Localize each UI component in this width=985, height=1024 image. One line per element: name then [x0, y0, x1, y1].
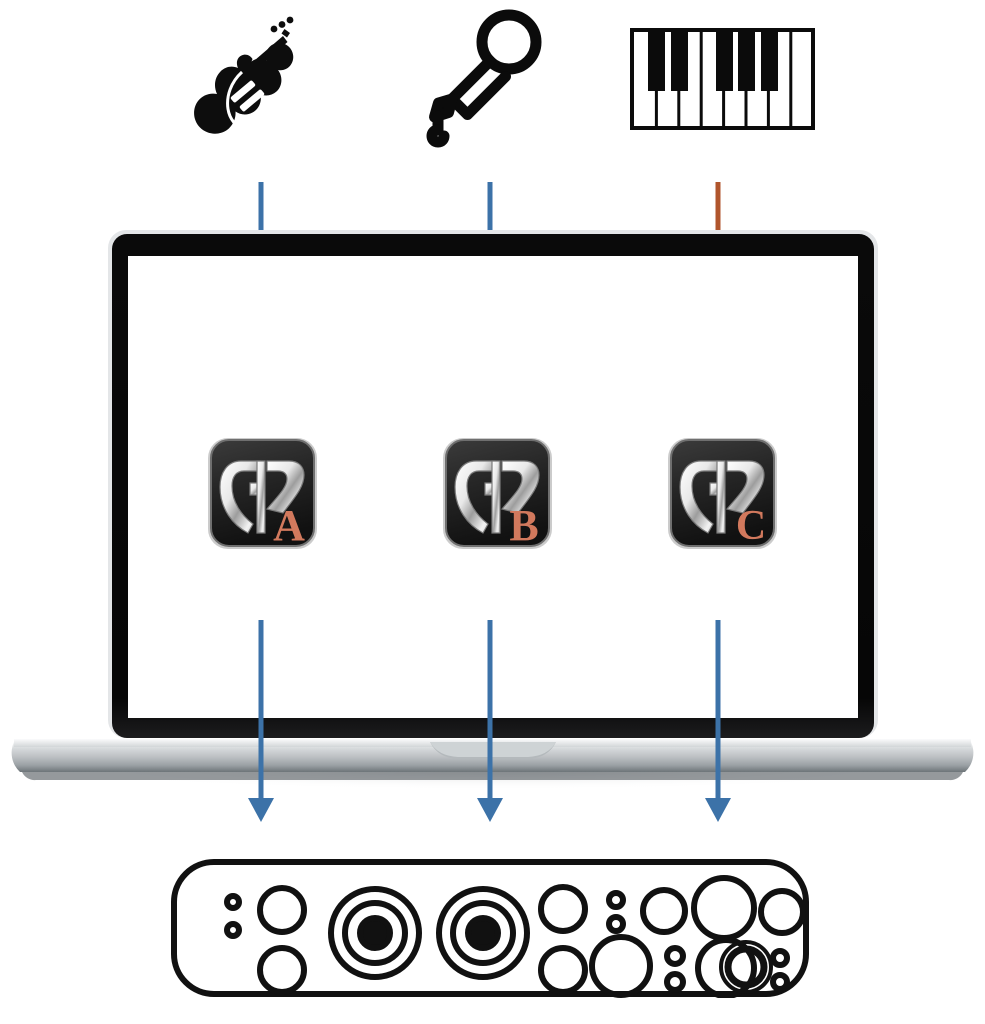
combo-input-2 [436, 886, 530, 980]
knob-3 [538, 884, 588, 934]
led-pair-2-bottom [664, 971, 686, 993]
audio-interface[interactable] [170, 858, 810, 999]
gig-performer-icon-c[interactable]: C [665, 435, 780, 553]
led-top [224, 893, 242, 911]
output-arrows-group [248, 620, 731, 822]
arrow-c-to-interface [705, 620, 731, 822]
gig-performer-icon-b[interactable]: B [440, 435, 555, 553]
headphone-jack-icon[interactable] [710, 935, 790, 1005]
knob-5 [758, 888, 806, 936]
knob-9 [695, 937, 757, 999]
laptop [0, 228, 985, 793]
gp-badge-letter-a: A [273, 501, 305, 550]
combo-input-1 [328, 886, 422, 980]
knob-1 [257, 885, 307, 935]
electric-guitar-icon [180, 2, 380, 157]
led-pair-1-bottom [606, 914, 626, 934]
laptop-front-notch-highlight [430, 742, 556, 757]
gig-performer-icon-a[interactable]: A [205, 435, 320, 553]
arrow-a-to-interface [248, 620, 274, 822]
knob-8 [538, 945, 588, 995]
led-pair-3-top [770, 948, 790, 968]
led-pair-2-top [664, 945, 686, 967]
led-pair-3-bottom [770, 972, 790, 992]
knob-7-large [589, 934, 653, 998]
microphone-icon [412, 0, 562, 155]
led-bottom [224, 921, 242, 939]
gp-badge-letter-c: C [736, 503, 766, 549]
knob-4 [640, 887, 688, 935]
piano-keyboard-icon [630, 28, 815, 130]
led-pair-1-top [606, 890, 626, 910]
gp-badge-letter-b: B [509, 501, 538, 550]
arrow-b-to-interface [477, 620, 503, 822]
knob-2 [257, 945, 307, 995]
